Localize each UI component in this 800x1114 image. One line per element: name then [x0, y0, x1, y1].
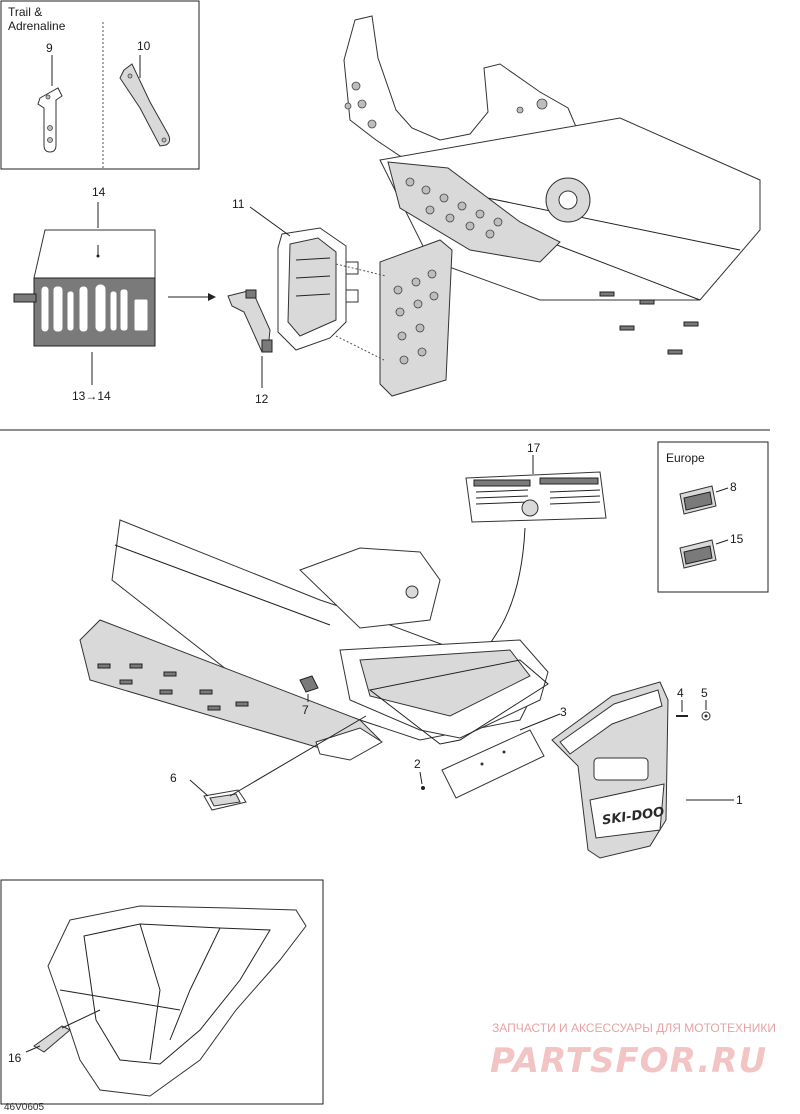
callout-9: 9: [46, 41, 53, 55]
callout-13: 13→14: [72, 389, 111, 403]
part-16-reflector[interactable]: [33, 1025, 71, 1053]
tunnel-slots: [97, 663, 249, 711]
callout-16: 16: [8, 1051, 22, 1065]
callout-4: 4: [677, 686, 684, 700]
part-9-bracket[interactable]: [37, 87, 63, 153]
callout-5: 5: [701, 686, 708, 700]
europe-box: Europe 8 15: [657, 441, 769, 593]
part-2-rivet[interactable]: [421, 786, 425, 790]
frame-holes: [405, 177, 503, 239]
chassis-frame-top: [335, 15, 761, 397]
trail-box-title-2: Adrenaline: [8, 19, 66, 33]
callout-2: 2: [414, 757, 421, 771]
bottom-left-box: [0, 879, 324, 1105]
part-3-plate[interactable]: [441, 729, 545, 799]
callout-10: 10: [137, 39, 151, 53]
callout-6: 6: [170, 771, 177, 785]
europe-box-title: Europe: [666, 451, 705, 465]
part-11-toolbox[interactable]: [277, 227, 359, 351]
callout-1: 1: [736, 793, 743, 807]
part-6-reflector[interactable]: [203, 789, 247, 811]
trail-adrenaline-box: Trail & Adrenaline 9 10: [0, 0, 200, 170]
tool-silhouettes: [41, 284, 148, 332]
drawing-code: 46V0605: [4, 1102, 44, 1113]
part-1-snow-flap[interactable]: SKI-DOO: [551, 681, 669, 859]
watermark-line-1: ЗАПЧАСТИ И АКСЕССУАРЫ ДЛЯ МОТОТЕХНИКИ: [492, 1021, 776, 1035]
trail-box-title-1: Trail &: [8, 5, 42, 19]
part-14-tool-kit[interactable]: [13, 229, 156, 347]
callout-7: 7: [302, 703, 309, 717]
chassis-tunnel-bottom: [79, 519, 549, 761]
part-5-nut[interactable]: [701, 711, 711, 721]
callout-17: 17: [527, 441, 541, 455]
part-15-reflector[interactable]: [679, 539, 717, 569]
callout-12: 12: [255, 392, 269, 406]
callout-3: 3: [560, 705, 567, 719]
watermark: ЗАПЧАСТИ И АКСЕССУАРЫ ДЛЯ МОТОТЕХНИКИ PA…: [490, 1021, 776, 1081]
callout-15: 15: [730, 532, 744, 546]
watermark-logo: PARTSFOR.RU: [490, 1041, 767, 1081]
part-17-warning-decal[interactable]: [465, 471, 607, 523]
callout-8: 8: [730, 480, 737, 494]
part-8-reflector[interactable]: [679, 485, 717, 515]
callout-14: 14: [92, 185, 106, 199]
part-12-strap[interactable]: [227, 289, 273, 353]
callout-11: 11: [232, 197, 245, 211]
part-7-bracket[interactable]: [299, 675, 319, 693]
part-10-bracket[interactable]: [119, 63, 171, 147]
